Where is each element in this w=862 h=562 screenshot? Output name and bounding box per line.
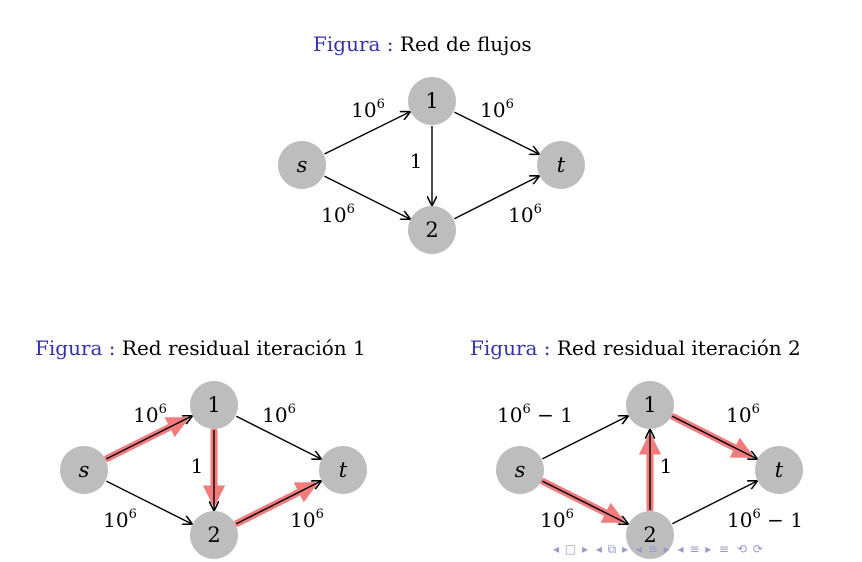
caption-text: Red de flujos xyxy=(399,32,532,56)
edge-capacity-label: 1 xyxy=(660,454,673,478)
node-label-t: t xyxy=(775,458,784,482)
edge-capacity-label: 1 xyxy=(191,454,204,478)
edge-2-t xyxy=(454,176,538,220)
edge-capacity-label: 106 xyxy=(262,402,296,427)
caption-prefix: Figura : xyxy=(313,32,394,56)
node-label-t: t xyxy=(339,458,348,482)
edge-capacity-label: 106 xyxy=(103,507,137,532)
edge-capacity-label: 106 xyxy=(508,202,542,227)
edge-2-t xyxy=(236,481,320,525)
node-2 xyxy=(408,206,456,254)
caption-text: Red residual iteración 1 xyxy=(121,336,366,360)
edge-capacity-label: 1 xyxy=(410,149,423,173)
node-s xyxy=(496,446,544,494)
node-1 xyxy=(626,381,674,429)
node-s xyxy=(60,446,108,494)
edge-capacity-label: 106 xyxy=(133,402,167,427)
node-s xyxy=(278,141,326,189)
nav-frame-button[interactable]: ◂ □ ▸ xyxy=(553,542,590,556)
nav-section-button[interactable]: ◂ ⧉ ▸ xyxy=(595,542,630,556)
nav-subsubsection-button[interactable]: ◂ ≡ ▸ xyxy=(677,542,713,556)
node-label-2: 2 xyxy=(207,523,220,547)
edge-s-2 xyxy=(542,480,627,524)
node-label-s: s xyxy=(79,458,90,482)
edge-capacity-label: 106 − 1 xyxy=(727,507,803,532)
edge-capacity-label: 106 xyxy=(290,507,324,532)
node-label-2: 2 xyxy=(643,523,656,547)
edge-capacity-label: 106 xyxy=(351,97,385,122)
node-label-s: s xyxy=(515,458,526,482)
caption-residual-1: Figura : Red residual iteración 1 xyxy=(35,336,366,360)
node-t xyxy=(537,141,585,189)
nav-search-icon[interactable]: ⟲ ⟳ xyxy=(736,542,764,556)
edge-capacity-label: 106 xyxy=(480,97,514,122)
edge-s-1 xyxy=(106,416,191,460)
nav-subsection-button[interactable]: ◂ ≡ ▸ xyxy=(635,542,671,556)
caption-prefix: Figura : xyxy=(35,336,116,360)
beamer-navigation: ◂ □ ▸ ◂ ⧉ ▸ ◂ ≡ ▸ ◂ ≡ ▸ ≡ ⟲ ⟳ xyxy=(553,542,766,557)
node-1 xyxy=(190,381,238,429)
edge-1-t xyxy=(454,111,538,154)
node-t xyxy=(319,446,367,494)
node-2 xyxy=(190,511,238,559)
node-t xyxy=(755,446,803,494)
edge-capacity-label: 106 xyxy=(726,402,760,427)
edge-1-t xyxy=(672,415,756,459)
node-2 xyxy=(626,511,674,559)
node-label-1: 1 xyxy=(643,393,656,417)
nav-menu-icon[interactable]: ≡ xyxy=(719,542,731,556)
caption-prefix: Figura : xyxy=(470,336,551,360)
node-label-t: t xyxy=(557,153,566,177)
caption-residual-2: Figura : Red residual iteración 2 xyxy=(470,336,801,360)
node-label-s: s xyxy=(297,153,308,177)
edge-capacity-label: 106 − 1 xyxy=(497,402,573,427)
edge-s-2 xyxy=(106,480,191,524)
node-label-2: 2 xyxy=(425,218,438,242)
edge-capacity-label: 106 xyxy=(540,507,574,532)
edge-1-t xyxy=(236,415,320,459)
edge-2-t xyxy=(672,481,756,525)
edge-capacity-label: 106 xyxy=(321,202,355,227)
node-label-1: 1 xyxy=(207,393,220,417)
node-1 xyxy=(408,77,456,125)
edge-s-1 xyxy=(324,112,409,155)
node-label-1: 1 xyxy=(425,89,438,113)
caption-text: Red residual iteración 2 xyxy=(556,336,801,360)
caption-red-de-flujos: Figura : Red de flujos xyxy=(313,32,532,56)
edge-s-2 xyxy=(324,175,409,219)
edge-s-1 xyxy=(542,416,627,460)
